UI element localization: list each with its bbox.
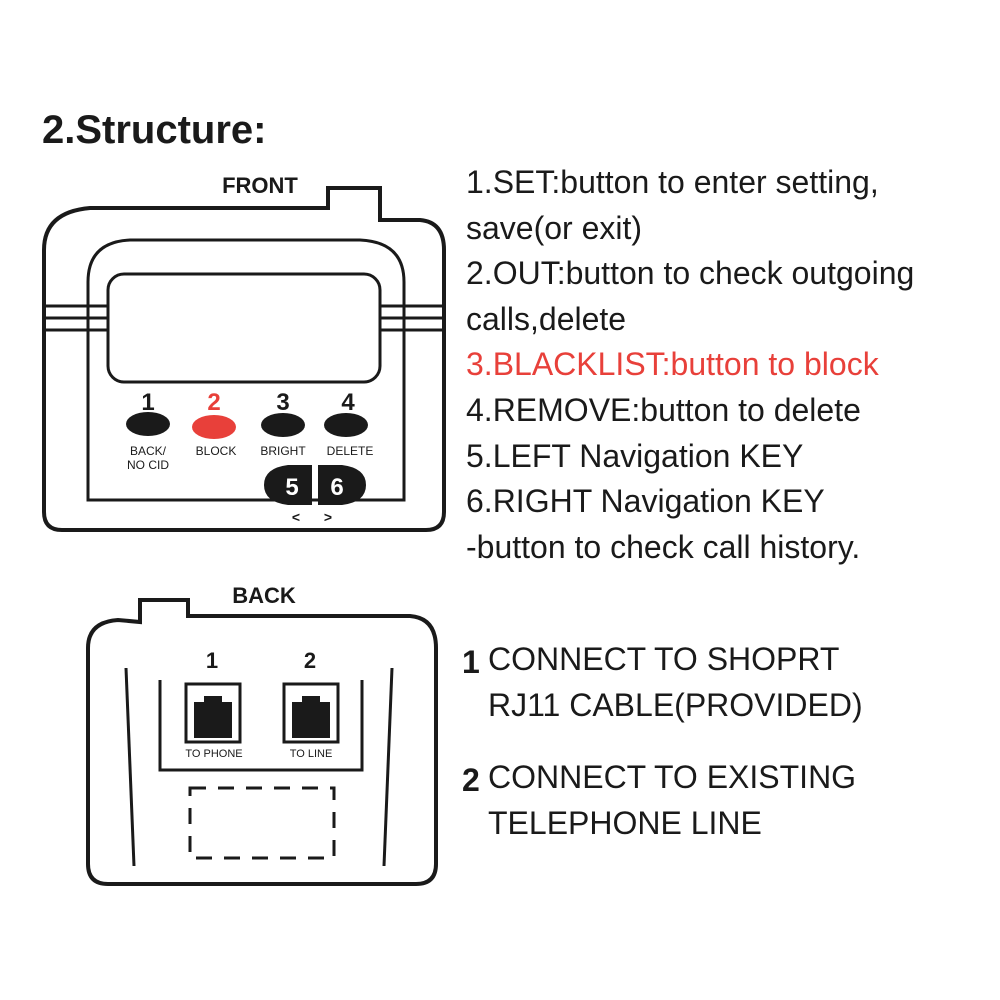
lcd-screen xyxy=(106,272,382,384)
nav-left-number: 5 xyxy=(285,474,298,501)
button-number: 3 xyxy=(276,389,289,416)
button-key[interactable] xyxy=(126,412,170,436)
button-caption: BLOCK xyxy=(196,444,237,458)
button-key[interactable] xyxy=(192,415,236,439)
button-caption: DELETE xyxy=(327,444,374,458)
item-number: 1 xyxy=(462,644,480,680)
back-description-item: 2 CONNECT TO EXISTING TELEPHONE LINE xyxy=(462,759,863,846)
description-line: save(or exit) xyxy=(466,209,643,246)
description-line-highlighted: 3.BLACKLIST:button to block xyxy=(466,346,879,383)
button-caption-line2: NO CID xyxy=(127,458,169,472)
front-description-list: 1.SET:button to enter setting, save(or e… xyxy=(466,160,914,570)
description-line: 5.LEFT Navigation KEY xyxy=(466,437,804,474)
button-number: 4 xyxy=(341,389,355,416)
rj11-socket xyxy=(292,696,330,738)
description-line: 1.SET:button to enter setting, xyxy=(466,164,879,200)
description-line: 4.REMOVE:button to delete xyxy=(466,391,861,428)
button-caption: BACK/ xyxy=(130,444,167,458)
front-inner-housing xyxy=(86,238,406,502)
description-line: CONNECT TO SHOPRT xyxy=(488,641,840,677)
rj11-socket xyxy=(194,696,232,738)
side-line xyxy=(382,667,394,867)
page-title: 2.Structure: xyxy=(42,108,267,152)
description-line: TELEPHONE LINE xyxy=(488,805,762,841)
port-number: 2 xyxy=(304,648,316,673)
front-outer-shell xyxy=(42,186,446,532)
description-line: RJ11 CABLE(PROVIDED) xyxy=(488,687,863,723)
button-back-no-cid[interactable]: 1 BACK/ NO CID xyxy=(126,389,170,472)
right-arrow-icon: > xyxy=(324,509,332,525)
port-panel xyxy=(158,680,364,772)
button-block[interactable]: 2 BLOCK xyxy=(192,389,236,458)
front-view: FRONT xyxy=(42,173,446,532)
rj11-jack-icon[interactable] xyxy=(184,682,242,744)
button-number: 1 xyxy=(141,389,154,416)
button-delete[interactable]: 4 DELETE xyxy=(324,389,373,458)
description-line: 6.RIGHT Navigation KEY xyxy=(466,483,825,520)
nav-left-key[interactable]: 5 xyxy=(264,465,312,505)
description-line: 2.OUT:button to check outgoing xyxy=(466,255,915,292)
port-to-phone[interactable]: 1 TO PHONE xyxy=(184,648,243,760)
dashed-compartment xyxy=(188,786,336,860)
item-number: 2 xyxy=(462,762,480,798)
back-view: BACK xyxy=(86,583,438,886)
description-line: calls,delete xyxy=(466,300,627,337)
front-label: FRONT xyxy=(222,173,298,198)
back-label: BACK xyxy=(232,583,296,608)
nav-right-number: 6 xyxy=(330,474,343,501)
button-caption: BRIGHT xyxy=(260,444,306,458)
side-line xyxy=(124,667,136,867)
port-caption: TO LINE xyxy=(290,748,333,760)
nav-right-key[interactable]: 6 xyxy=(318,465,366,505)
back-description-list: 1 CONNECT TO SHOPRT RJ11 CABLE(PROVIDED)… xyxy=(462,641,863,880)
button-bright[interactable]: 3 BRIGHT xyxy=(260,389,306,458)
front-buttons: 1 BACK/ NO CID 2 BLOCK 3 BRIGHT 4 DELETE… xyxy=(126,389,373,525)
button-number: 2 xyxy=(207,389,220,416)
back-description-item: 1 CONNECT TO SHOPRT RJ11 CABLE(PROVIDED) xyxy=(462,641,863,728)
port-caption: TO PHONE xyxy=(185,748,242,760)
button-key[interactable] xyxy=(324,413,368,437)
description-line: -button to check call history. xyxy=(466,528,861,565)
port-to-line[interactable]: 2 TO LINE xyxy=(282,648,340,760)
button-key[interactable] xyxy=(261,413,305,437)
rj11-jack-icon[interactable] xyxy=(282,682,340,744)
description-line: CONNECT TO EXISTING xyxy=(488,759,857,795)
back-outer-shell xyxy=(86,598,438,886)
left-arrow-icon: < xyxy=(292,509,300,525)
port-number: 1 xyxy=(206,648,218,673)
